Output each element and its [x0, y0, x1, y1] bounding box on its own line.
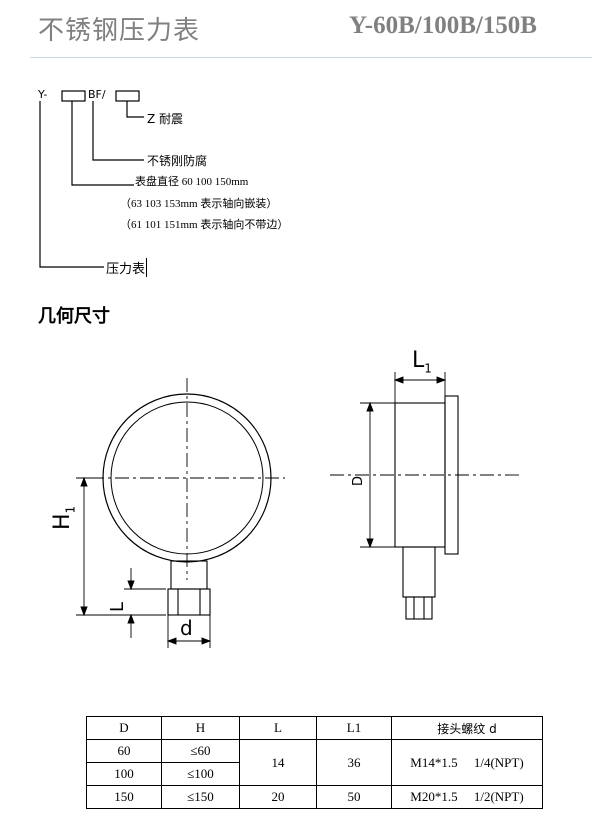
table-row: 100 ≤100	[86, 762, 543, 786]
cell-d: 150	[86, 785, 162, 809]
cell-thread: M14*1.5 1/4(NPT)	[391, 739, 543, 786]
header-cell: L1	[316, 716, 392, 740]
header-divider	[30, 57, 592, 58]
model-number: Y-60B/100B/150B	[348, 12, 537, 39]
dimension-D-label: D	[351, 475, 366, 486]
header-cell: H	[161, 716, 240, 740]
leader-diameter	[71, 101, 134, 186]
dimension-l1-label: L1	[412, 348, 432, 376]
spec-table: D H L L1 接头螺纹 d 60 ≤60 14 36 M14*1.5 1/4…	[86, 716, 543, 809]
model-code-diagram	[39, 90, 144, 268]
leader-z	[126, 101, 144, 118]
side-stem	[402, 546, 436, 598]
table-row: 150 ≤150 20 50 M20*1.5 1/2(NPT)	[86, 785, 543, 809]
leader-gauge	[39, 101, 104, 268]
cell-l: 14	[239, 739, 317, 786]
cell-l1: 50	[316, 785, 392, 809]
code-z-label: Z 耐震	[147, 112, 184, 126]
code-box-1	[61, 90, 86, 102]
table-row: 60 ≤60 14 36 M14*1.5 1/4(NPT)	[86, 739, 543, 786]
cell-d: 100	[86, 762, 162, 786]
geometry-drawing	[76, 372, 520, 648]
dimension-d-label: d	[180, 616, 193, 640]
cell-d: 60	[86, 739, 162, 763]
page-title: 不锈钢压力表	[38, 16, 201, 46]
leader-anticorrosion	[92, 101, 144, 161]
dimension-l-label: L	[107, 601, 128, 612]
header-cell: L	[239, 716, 317, 740]
code-note-embedded: （63 103 153mm 表示轴向嵌装）	[120, 198, 278, 210]
cell-h: ≤100	[161, 762, 240, 786]
side-view	[330, 372, 520, 620]
front-hex-fitting	[167, 588, 211, 616]
cell-thread: M20*1.5 1/2(NPT)	[391, 785, 543, 809]
header-cell: D	[86, 716, 162, 740]
dimension-h1-label: H1	[50, 505, 78, 530]
cell-h: ≤60	[161, 739, 240, 763]
code-bf: BF/	[88, 88, 106, 101]
side-fitting	[405, 596, 433, 620]
table-header-row: D H L L1 接头螺纹 d	[86, 716, 543, 740]
code-anticorrosion-label: 不锈刚防腐	[147, 154, 208, 168]
code-prefix: Y-	[38, 88, 48, 101]
cell-l1: 36	[316, 739, 392, 786]
code-gauge-label: 压力表	[106, 258, 148, 277]
header-cell: 接头螺纹 d	[391, 716, 543, 740]
front-view	[76, 378, 285, 648]
code-diameter-label: 表盘直径 60 100 150mm	[135, 176, 249, 188]
geometry-section-title: 几何尺寸	[38, 306, 110, 327]
cell-h: ≤150	[161, 785, 240, 809]
front-stem	[170, 560, 208, 590]
cell-l: 20	[239, 785, 317, 809]
code-note-no-edge: （61 101 151mm 表示轴向不带边）	[120, 219, 289, 231]
